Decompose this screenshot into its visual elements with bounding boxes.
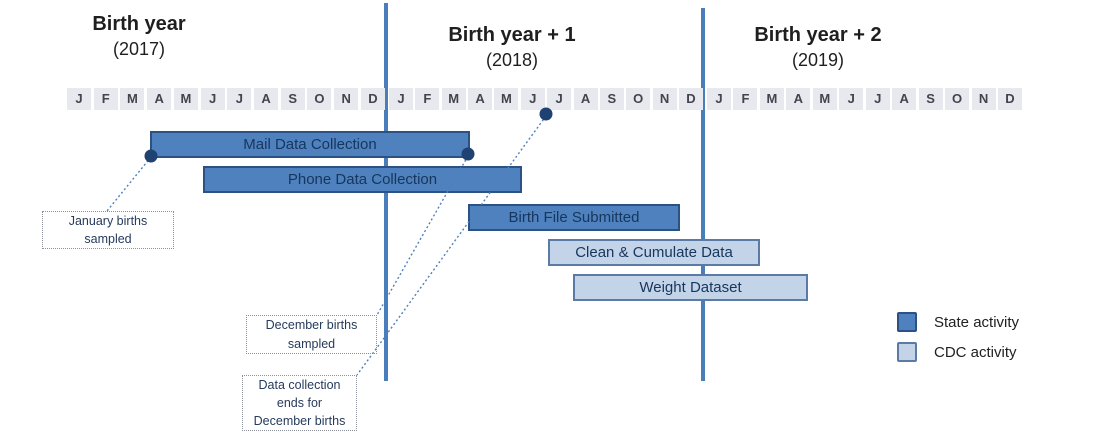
month-cell: M: [441, 88, 466, 110]
connector-january-sampled: [106, 156, 152, 212]
month-cell: A: [147, 88, 172, 110]
legend: State activity CDC activity: [897, 312, 1019, 362]
year-label: Birth year: [92, 13, 186, 35]
month-cell: J: [520, 88, 545, 110]
year-header-2019: Birth year + 2 (2019): [718, 23, 918, 72]
month-cell: F: [415, 88, 440, 110]
month-cell: S: [918, 88, 943, 110]
month-cell: A: [573, 88, 598, 110]
month-cell: M: [812, 88, 837, 110]
note-december-births-sampled: December births sampled: [246, 315, 377, 354]
year-label: Birth year + 1: [448, 24, 576, 46]
month-cell: J: [547, 88, 572, 110]
month-cell: F: [733, 88, 758, 110]
bar-label: Mail Data Collection: [243, 136, 377, 153]
month-cell: M: [120, 88, 145, 110]
month-cell: J: [839, 88, 864, 110]
month-cell: D: [678, 88, 703, 110]
note-data-collection-ends: Data collection ends for December births: [242, 375, 357, 431]
month-cell: J: [227, 88, 252, 110]
bar-weight-dataset: Weight Dataset: [573, 274, 808, 301]
year-number: (2018): [485, 50, 539, 70]
cdc-activity-swatch: [897, 342, 917, 362]
month-cell: N: [971, 88, 996, 110]
month-cell: O: [307, 88, 332, 110]
month-cell: S: [599, 88, 624, 110]
bar-label: Birth File Submitted: [508, 209, 640, 226]
month-cell: N: [334, 88, 359, 110]
legend-label: CDC activity: [934, 343, 1017, 361]
month-cell: J: [865, 88, 890, 110]
bar-label: Phone Data Collection: [287, 171, 438, 188]
month-cell: A: [786, 88, 811, 110]
year-number: (2019): [791, 50, 845, 70]
month-cell: N: [652, 88, 677, 110]
state-activity-swatch: [897, 312, 917, 332]
bar-mail-data-collection: Mail Data Collection: [150, 131, 470, 158]
legend-label: State activity: [934, 313, 1020, 331]
month-cell: D: [997, 88, 1022, 110]
bar-phone-data-collection: Phone Data Collection: [203, 166, 522, 193]
month-cell: J: [389, 88, 413, 110]
month-cell: O: [626, 88, 651, 110]
month-cell: M: [759, 88, 784, 110]
year-divider-line-2018-2019: [701, 8, 705, 381]
bar-label: Clean & Cumulate Data: [575, 244, 733, 261]
month-cell: F: [93, 88, 118, 110]
legend-item-state: State activity: [897, 312, 1019, 332]
year-number: (2017): [112, 39, 166, 59]
bar-birth-file-submitted: Birth File Submitted: [468, 204, 680, 231]
note-january-births-sampled: January births sampled: [42, 211, 174, 249]
month-cell: J: [67, 88, 91, 110]
legend-item-cdc: CDC activity: [897, 342, 1019, 362]
month-cell: J: [707, 88, 731, 110]
month-cell: M: [173, 88, 198, 110]
month-cell: S: [280, 88, 305, 110]
month-cell: A: [892, 88, 917, 110]
bar-label: Weight Dataset: [639, 279, 742, 296]
year-label: Birth year + 2: [754, 24, 882, 46]
month-cell: O: [945, 88, 970, 110]
month-cell: A: [468, 88, 493, 110]
month-cell: J: [200, 88, 225, 110]
month-cell: M: [494, 88, 519, 110]
month-cell: D: [360, 88, 385, 110]
year-header-2017: Birth year (2017): [39, 12, 239, 61]
month-cell: A: [254, 88, 279, 110]
year-header-2018: Birth year + 1 (2018): [412, 23, 612, 72]
bar-clean-cumulate-data: Clean & Cumulate Data: [548, 239, 760, 266]
